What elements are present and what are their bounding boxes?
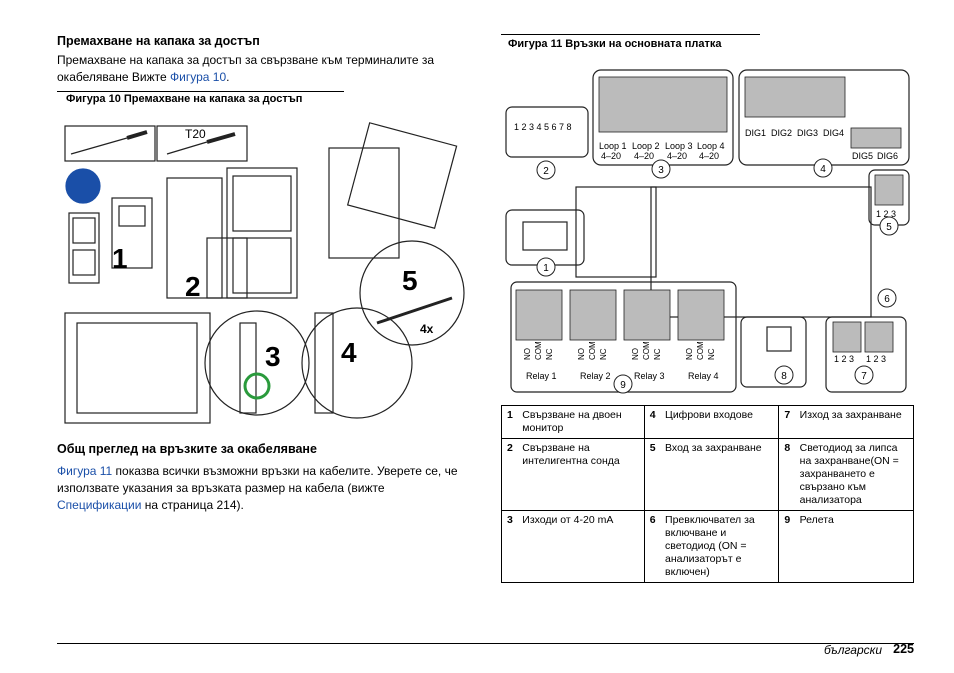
legend-number: 1 — [501, 405, 518, 439]
callout-6: 6 — [884, 294, 890, 305]
dig-4-label: DIG4 — [823, 128, 844, 138]
specifications-link[interactable]: Спецификации — [57, 498, 142, 512]
loop-4-range: 4–20 — [699, 151, 719, 161]
legend-text: Изходи от 4-20 mA — [517, 510, 645, 583]
callout-9: 9 — [620, 380, 626, 391]
legend-number: 6 — [643, 510, 661, 583]
fig10-caption: Фигура 10 Премахване на капака за достъп — [66, 93, 303, 105]
relay-4-com: COM — [696, 341, 705, 360]
page-number: 225 — [893, 642, 914, 656]
legend-number: 4 — [643, 405, 661, 439]
callout-1: 1 — [543, 263, 549, 274]
dip-box — [505, 106, 589, 158]
dig-1-label: DIG1 — [745, 128, 766, 138]
legend-text: Свързване на двоен монитор — [517, 405, 645, 439]
legend-number: 5 — [643, 438, 661, 511]
loop-1-label: Loop 1 — [599, 141, 627, 151]
legend-text: Вход за захранване — [660, 438, 780, 511]
loop-3-range: 4–20 — [667, 151, 687, 161]
legend-text: Превключвател за включване и светодиод (… — [660, 510, 780, 583]
step-4: 4 — [341, 337, 357, 368]
relay-3-nc: NC — [653, 348, 662, 360]
step-2: 2 — [185, 271, 201, 302]
section-title-wiring-overview: Общ преглед на връзките за окабеляване — [57, 442, 317, 456]
relay-3-label: Relay 3 — [634, 371, 665, 381]
figure-10-link[interactable]: Фигура 10 — [170, 70, 227, 84]
highlight-ring-icon — [243, 372, 271, 400]
loop-1-range: 4–20 — [601, 151, 621, 161]
relay-4-nc: NC — [707, 348, 716, 360]
legend-text: Свързване на интелигентна сонда — [517, 438, 645, 511]
callout-5: 5 — [886, 222, 892, 233]
wiring-overview-paragraph: Фигура 11 показва всички възможни връзки… — [57, 463, 467, 514]
relay-2-no: NO — [577, 348, 586, 360]
fig10-illustration: T20 1 2 3 4 5 4x — [64, 122, 465, 424]
screwdriver-box — [64, 125, 156, 162]
footer-language: български — [823, 643, 882, 657]
fig11-caption: Фигура 11 Връзки на основната платка — [508, 38, 722, 50]
footer-rule — [57, 643, 914, 644]
relay-3-com: COM — [642, 341, 651, 360]
torx-box — [156, 125, 248, 162]
fig11-illustration: 1 2 3 4 5 6 7 8 Loop 1 Loop 2 Loop 3 Loo… — [505, 69, 910, 394]
dig-6-label: DIG6 — [877, 151, 898, 161]
legend-text: Изход за захранване — [794, 405, 914, 439]
legend-number: 2 — [501, 438, 518, 511]
legend-text: Релета — [794, 510, 914, 583]
loop-2-range: 4–20 — [634, 151, 654, 161]
step-1: 1 — [112, 243, 128, 274]
dip-label: 1 2 3 4 5 6 7 8 — [514, 122, 572, 132]
legend-text: Цифрови входове — [660, 405, 780, 439]
power-out-terminals-a: 1 2 3 — [834, 354, 854, 364]
warning-icon — [65, 168, 101, 204]
relay-2-com: COM — [588, 341, 597, 360]
dig-3-label: DIG3 — [797, 128, 818, 138]
torx-label: T20 — [185, 127, 206, 141]
legend-number: 7 — [778, 405, 795, 439]
access-cover-paragraph: Премахване на капака за достъп за свързв… — [57, 52, 467, 86]
loop-3-label: Loop 3 — [665, 141, 693, 151]
power-out-terminals-b: 1 2 3 — [866, 354, 886, 364]
loop-4-label: Loop 4 — [697, 141, 725, 151]
callout-4: 4 — [820, 164, 826, 175]
fig11-rule — [501, 34, 760, 35]
relay-2-label: Relay 2 — [580, 371, 611, 381]
paragraph-text: показва всички възможни връзки на кабели… — [57, 464, 458, 495]
relay-2-nc: NC — [599, 348, 608, 360]
relay-3-no: NO — [631, 348, 640, 360]
relay-1-label: Relay 1 — [526, 371, 557, 381]
figure-11-link[interactable]: Фигура 11 — [57, 464, 113, 478]
callout-2: 2 — [543, 166, 549, 177]
legend-number: 8 — [778, 438, 795, 511]
step-5: 5 — [402, 265, 418, 296]
dual-monitor-box — [505, 209, 585, 266]
section-title-access-cover: Премахване на капака за достъп — [57, 34, 260, 48]
loop-2-label: Loop 2 — [632, 141, 660, 151]
step-3: 3 — [265, 341, 281, 372]
dig-2-label: DIG2 — [771, 128, 792, 138]
relay-1-nc: NC — [545, 348, 554, 360]
legend-number: 9 — [778, 510, 795, 583]
main-board — [650, 186, 872, 318]
relay-4-label: Relay 4 — [688, 371, 719, 381]
callout-8: 8 — [781, 371, 787, 382]
power-in-terminals: 1 2 3 — [876, 209, 896, 219]
legend-number: 3 — [501, 510, 518, 583]
relay-1-com: COM — [534, 341, 543, 360]
dig-5-label: DIG5 — [852, 151, 873, 161]
paragraph-text: Премахване на капака за достъп за свързв… — [57, 53, 435, 84]
relay-1-no: NO — [523, 348, 532, 360]
fig10-rule — [57, 91, 344, 92]
paragraph-text-end: . — [226, 70, 230, 84]
legend-text: Светодиод за липса на захранване(ON = за… — [794, 438, 914, 511]
callout-7: 7 — [861, 371, 867, 382]
relay-4-no: NO — [685, 348, 694, 360]
paragraph-text-end: на страница 214). — [141, 498, 244, 512]
callout-3: 3 — [658, 165, 664, 176]
qty-label: 4x — [420, 322, 434, 336]
